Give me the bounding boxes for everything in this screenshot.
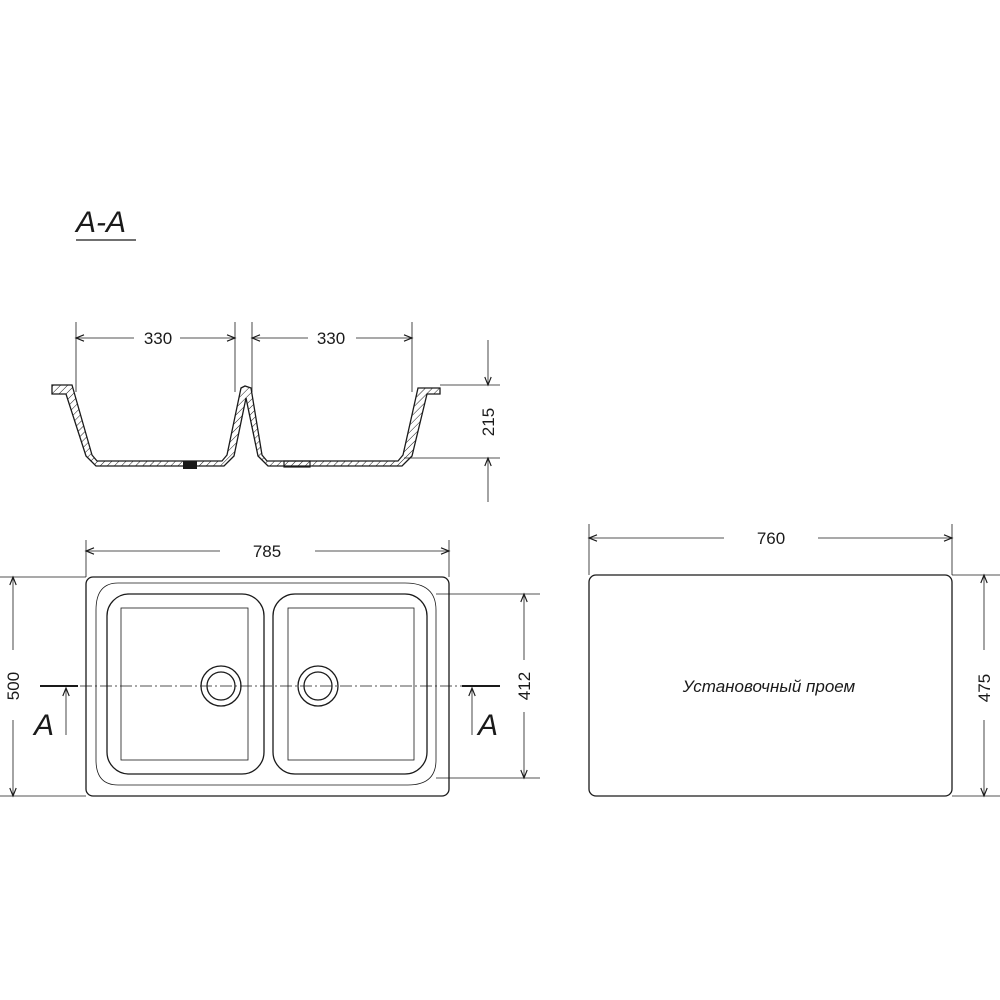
dim-cutout-width: 760 (757, 529, 785, 548)
cut-label-left: A (32, 709, 54, 742)
dim-depth: 215 (479, 408, 498, 436)
cutout-label: Установочный проем (682, 677, 856, 696)
section-title: А-А (74, 206, 136, 241)
right-bowl-inner (287, 607, 415, 761)
cut-label-right: A (476, 709, 498, 742)
dim-bowl-depth: 412 (515, 672, 534, 700)
left-bowl-inner (120, 607, 249, 761)
section-title-text: А-А (74, 206, 126, 239)
drain-right-outer (297, 665, 339, 707)
cross-section-view: 330 330 215 (51, 322, 500, 502)
sink-outline (85, 576, 450, 797)
sink-profile (51, 384, 441, 467)
dim-cutout-height: 475 (975, 674, 994, 702)
dim-overall-width: 785 (253, 542, 281, 561)
dim-overall-depth: 500 (4, 672, 23, 700)
top-view: A A 785 500 412 (0, 540, 540, 798)
drain-right (283, 460, 311, 468)
left-bowl-outer (106, 593, 265, 775)
right-bowl-outer (272, 593, 428, 775)
drain-left (183, 461, 197, 469)
cutout-outline (588, 574, 953, 797)
dim-right-bowl-width: 330 (317, 329, 345, 348)
sink-inner-rim (95, 582, 437, 786)
dim-left-bowl-width: 330 (144, 329, 172, 348)
cutout-view: Установочный проем 760 475 (587, 524, 1000, 798)
